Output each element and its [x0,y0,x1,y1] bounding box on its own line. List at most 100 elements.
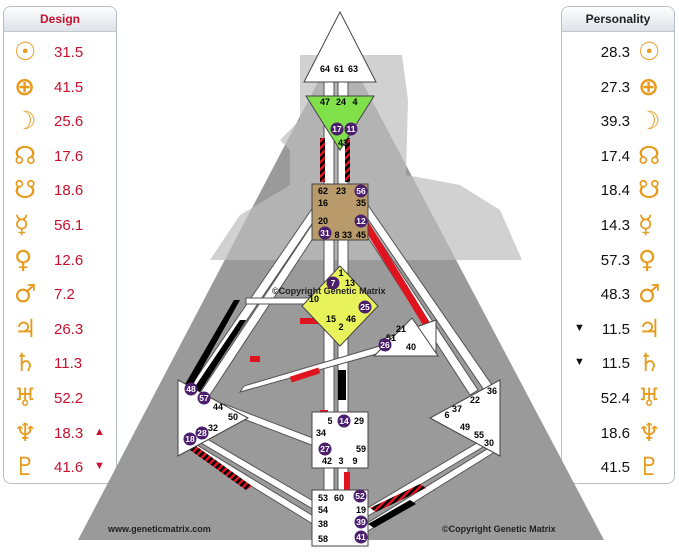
gate-63: 63 [348,64,358,74]
pluto-icon: ♇ [638,452,661,482]
design-value: 18.6 [54,182,84,200]
gate-46: 46 [346,314,356,324]
gate-31: 31 [320,228,330,238]
earth-icon: ⊕ [14,71,35,101]
design-row: ♀12.6 [4,243,116,277]
personality-value: 41.5 [600,459,630,477]
south-node-icon: ☋ [638,175,661,205]
gate-52: 52 [355,491,365,501]
personality-value: 17.4 [600,147,630,165]
ajna-center [305,95,375,151]
gate-10: 10 [309,294,319,304]
personality-value: 18.4 [600,182,630,200]
gate-33: 33 [342,230,352,240]
gate-38: 38 [318,519,328,529]
gate-21: 21 [396,324,406,334]
gate-13: 13 [345,278,355,288]
active-gate-marker [344,122,358,136]
personality-value: 11.5 [601,320,630,338]
gate-26: 26 [380,340,390,350]
active-gate-marker [378,338,392,352]
gate-20: 20 [318,216,328,226]
ego-center [378,319,437,355]
uranus-icon: ♅ [14,383,37,412]
design-value: 56.1 [54,217,84,234]
gate-11: 11 [347,124,356,134]
gate-47: 47 [320,97,330,107]
saturn-icon: ♄ [14,348,37,378]
body-silhouette [78,40,604,540]
design-value: 7.2 [54,286,75,304]
active-gate-marker [197,391,211,405]
personality-value: 28.3 [600,44,630,61]
venus-icon: ♀ [14,244,33,274]
head-silhouette [210,55,522,260]
design-row: ☽25.6 [4,104,116,138]
design-value: 31.5 [54,44,84,61]
design-value: 18.3 [54,424,84,442]
personality-row: ♂48.3 [562,277,674,311]
mars-icon: ♂ [14,279,37,309]
arrow-down-icon: ▼ [574,356,585,369]
active-gate-marker [354,184,368,198]
north-node-icon: ☊ [638,140,661,170]
gate-1: 1 [338,268,343,278]
gate-7: 7 [331,278,336,288]
gate-58: 58 [318,534,328,544]
root-center [311,489,369,547]
gate-24: 24 [336,97,346,107]
gate-64: 64 [320,64,330,74]
gate-40: 40 [406,342,416,352]
gate-29: 29 [354,416,364,426]
design-value: 41.6 [54,459,84,477]
gate-32: 32 [208,423,218,433]
design-row: ☊17.6 [4,139,116,173]
active-gate-marker [318,442,332,456]
gate-23: 23 [336,186,346,196]
gate-55: 55 [474,430,484,440]
gate-8: 8 [334,230,339,240]
gate-2: 2 [338,322,343,332]
neptune-icon: ♆ [14,417,37,447]
gate-42: 42 [322,456,332,466]
active-gate-marker [354,515,368,529]
gate-27: 27 [320,444,330,454]
mercury-icon: ☿ [14,210,30,239]
gate-9: 9 [352,456,357,466]
gate-18: 18 [185,434,195,444]
design-row: ♃26.3 [4,312,116,346]
copyright-center-text: ©Copyright Genetic Matrix [272,286,386,296]
personality-row: ☉28.3 [562,35,674,69]
design-row: ♆18.3▲ [4,416,116,450]
design-row: ♇41.6▼ [4,450,116,483]
gate-12: 12 [356,216,366,226]
gate-28: 28 [197,428,207,438]
personality-row: ☋ 18.4 [562,173,674,207]
gate-37: 37 [452,404,462,414]
gate-6: 6 [444,410,449,420]
personality-value: 27.3 [600,78,630,96]
mercury-icon: ☿ [638,210,654,239]
g-center [301,265,379,347]
design-title: Design [4,7,116,32]
gate-48: 48 [186,384,196,394]
sun-icon: ☉ [14,37,37,66]
active-gate-marker [183,432,197,446]
design-row: ♅52.2 [4,381,116,415]
sacral-center [311,411,369,469]
design-panel: Design ☉31.5⊕41.5☽25.6☊17.6☋18.6☿56.1♀12… [3,6,117,484]
personality-row: ♇ 41.5 [562,450,674,483]
gate-30: 30 [484,438,494,448]
neptune-icon: ♆ [638,417,661,447]
personality-row: ☿14.3 [562,208,674,242]
gate-51: 51 [386,333,396,343]
personality-value: 57.3 [600,251,630,269]
gate-36: 36 [487,386,497,396]
personality-value: 52.4 [600,390,630,407]
arrow-down-icon: ▼ [94,460,105,473]
venus-icon: ♀ [638,244,657,274]
gate-19: 19 [356,505,366,515]
website-text: www.geneticmatrix.com [107,524,211,534]
active-gate-marker [358,300,372,314]
active-gate-marker [354,214,368,228]
